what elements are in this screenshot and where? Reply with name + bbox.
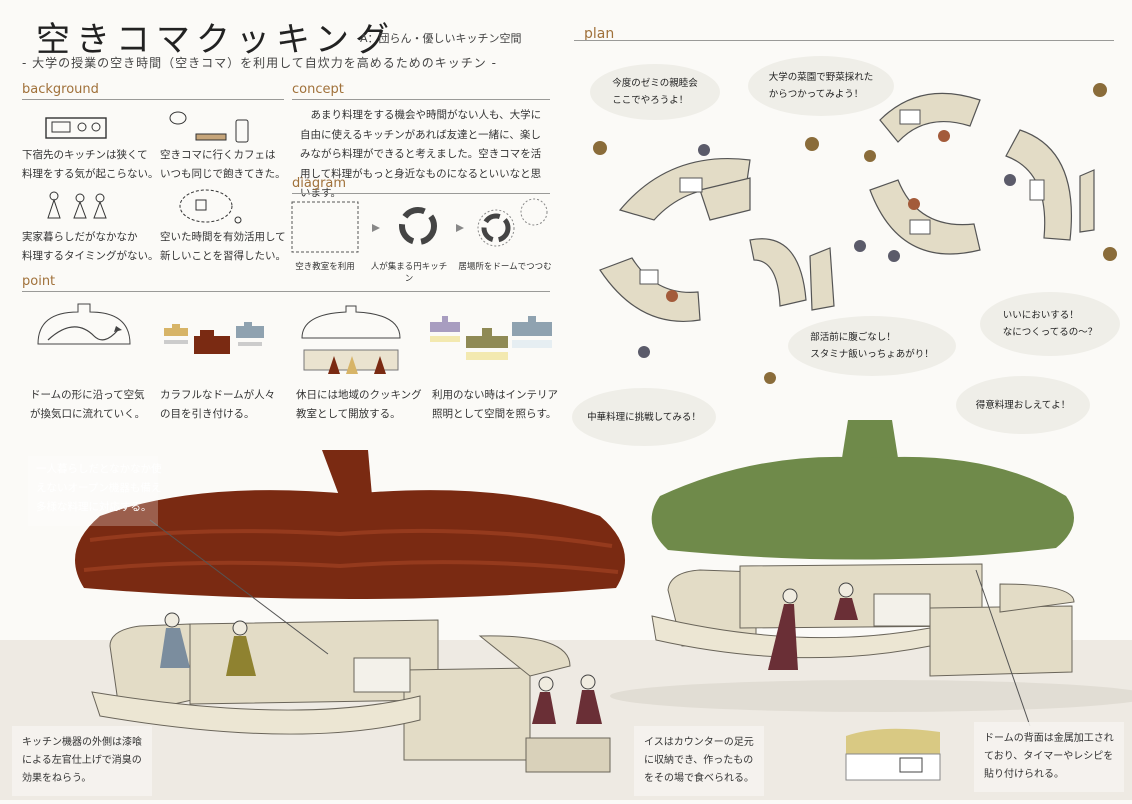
section-plan: plan [584, 26, 615, 42]
background-item-2: 空きコマに行くカフェは いつも同じで飽きてきた。 [160, 149, 286, 180]
diagram-caption-3: 居場所をドームでつつむ [458, 262, 552, 272]
divider [574, 40, 1114, 41]
note-chairs: イスはカウンターの足元 に収納でき、作ったもの をその場で食べられる。 [634, 726, 764, 796]
dome-back-detail [845, 728, 941, 781]
background-item-3: 実家暮らしだがなかなか 料理するタイミングがない。 [22, 231, 159, 262]
red-dome [75, 450, 625, 599]
diagram-caption-2: 人が集まる円キッチン [370, 262, 448, 284]
concept-text: あまり料理をする機会や時間がない人も、大学に自由に使えるキッチンがあれば友達と一… [300, 109, 542, 199]
note-plaster-finish: キッチン機器の外側は漆喰 による左官仕上げで消臭の 効果をねらう。 [12, 726, 152, 796]
lamp-icon [426, 314, 556, 368]
divider [292, 99, 550, 100]
point-item-4: 利用のない時はインテリア 照明として空間を照らす。 [432, 389, 558, 420]
diagram-figure [290, 198, 552, 262]
diagram-caption-1: 空き教室を利用 [295, 262, 355, 272]
thought-icon [176, 186, 246, 230]
colorful-domes-icon [160, 318, 272, 366]
divider [292, 193, 550, 194]
background-item-1: 下宿先のキッチンは狭くて 料理をする気が起こらない。 [22, 149, 159, 180]
speech-bubble-2: 大学の菜園で野菜採れた からつかってみよう！ [748, 56, 894, 116]
note-open-equipment: 一人暮らしだとなかなか使 えないオープン機器も備え 多様な料理に対応する。 [36, 463, 162, 513]
speech-bubble-4: 部活前に腹ごなし！ スタミナ飯いっちょあがり！ [788, 316, 956, 376]
subtitle-tag: A：団らん・優しいキッチン空間 [360, 32, 522, 45]
kitchen-perspective-illustration [0, 420, 1132, 804]
speech-bubble-1: 今度のゼミの親睦会 ここでやろうよ！ [590, 64, 720, 120]
cooking-class-icon [300, 304, 404, 378]
divider [22, 99, 284, 100]
cafe-icon [166, 106, 256, 150]
kitchen-plan-drawing [580, 60, 1130, 404]
stove-icon [44, 112, 110, 146]
background-item-4: 空いた時間を有効活用して 新しいことを習得したい。 [160, 231, 286, 262]
section-diagram: diagram [292, 176, 347, 191]
speech-bubble-6: 中華料理に挑戦してみる！ [572, 388, 716, 446]
note-dome-back: ドームの背面は金属加工され ており、タイマーやレシピを 貼り付けられる。 [974, 722, 1124, 792]
lead-text: - 大学の授業の空き時間（空きコマ）を利用して自炊力を高めるためのキッチン - [22, 56, 497, 70]
speech-bubble-5: 得意料理おしえてよ！ [956, 376, 1090, 434]
section-background: background [22, 82, 99, 97]
point-item-1: ドームの形に沿って空気 が換気口に流れていく。 [30, 389, 146, 420]
page-title: 空きコマクッキング [36, 20, 395, 60]
section-point: point [22, 274, 56, 289]
point-item-3: 休日には地域のクッキング 教室として開放する。 [296, 389, 422, 420]
dome-airflow-icon [34, 300, 134, 364]
section-concept: concept [292, 82, 344, 97]
green-dome [651, 420, 1074, 560]
point-item-2: カラフルなドームが人々 の目を引き付ける。 [160, 389, 276, 420]
speech-bubble-3: いいにおいする！ なにつくってるの～？ [980, 292, 1120, 356]
divider [22, 291, 550, 292]
family-icon [44, 190, 114, 226]
